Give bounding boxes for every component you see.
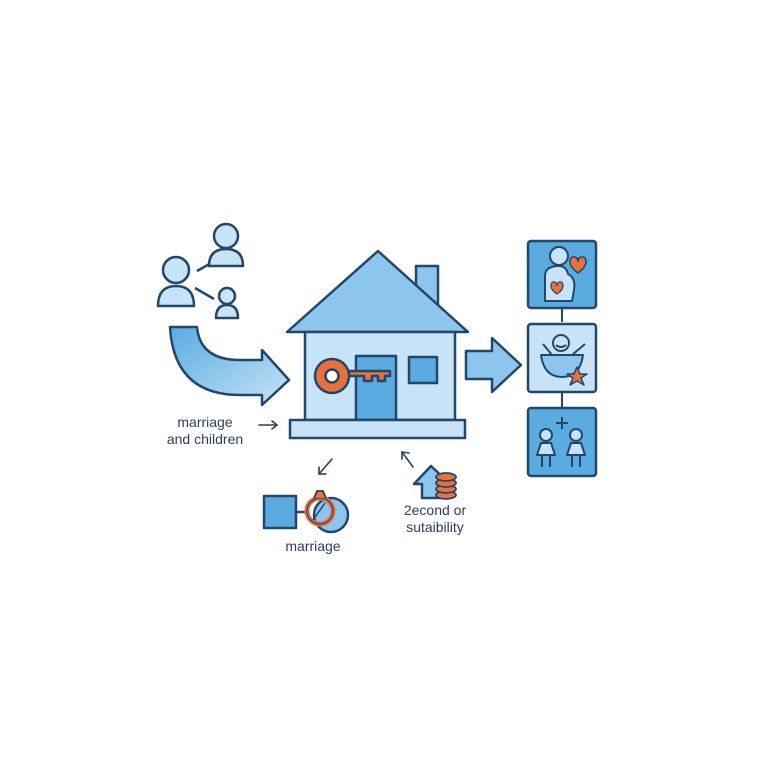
baby-cradle-icon xyxy=(526,322,598,394)
marriage-and-children-label: marriage and children xyxy=(150,414,260,448)
marriage-label: marriage xyxy=(285,538,341,554)
house-icon xyxy=(285,249,470,440)
key-icon xyxy=(313,357,392,395)
second-suitability-label: 2econd or sutaibility xyxy=(390,502,480,536)
pregnancy-heart-icon xyxy=(526,239,598,310)
two-children-icon xyxy=(526,406,598,478)
right-arrow xyxy=(464,336,523,394)
ring-icon xyxy=(262,490,350,534)
marriage-and-children-line2: and children xyxy=(166,431,244,447)
second-label-line1: 2econd or xyxy=(403,502,467,518)
coins-icon xyxy=(412,464,457,500)
second-label-line2: sutaibility xyxy=(406,519,464,535)
curved-arrow xyxy=(168,325,291,407)
small-arrows xyxy=(258,420,414,475)
family-network-icon xyxy=(156,222,245,320)
marriage-and-children-line1: marriage xyxy=(177,414,233,430)
